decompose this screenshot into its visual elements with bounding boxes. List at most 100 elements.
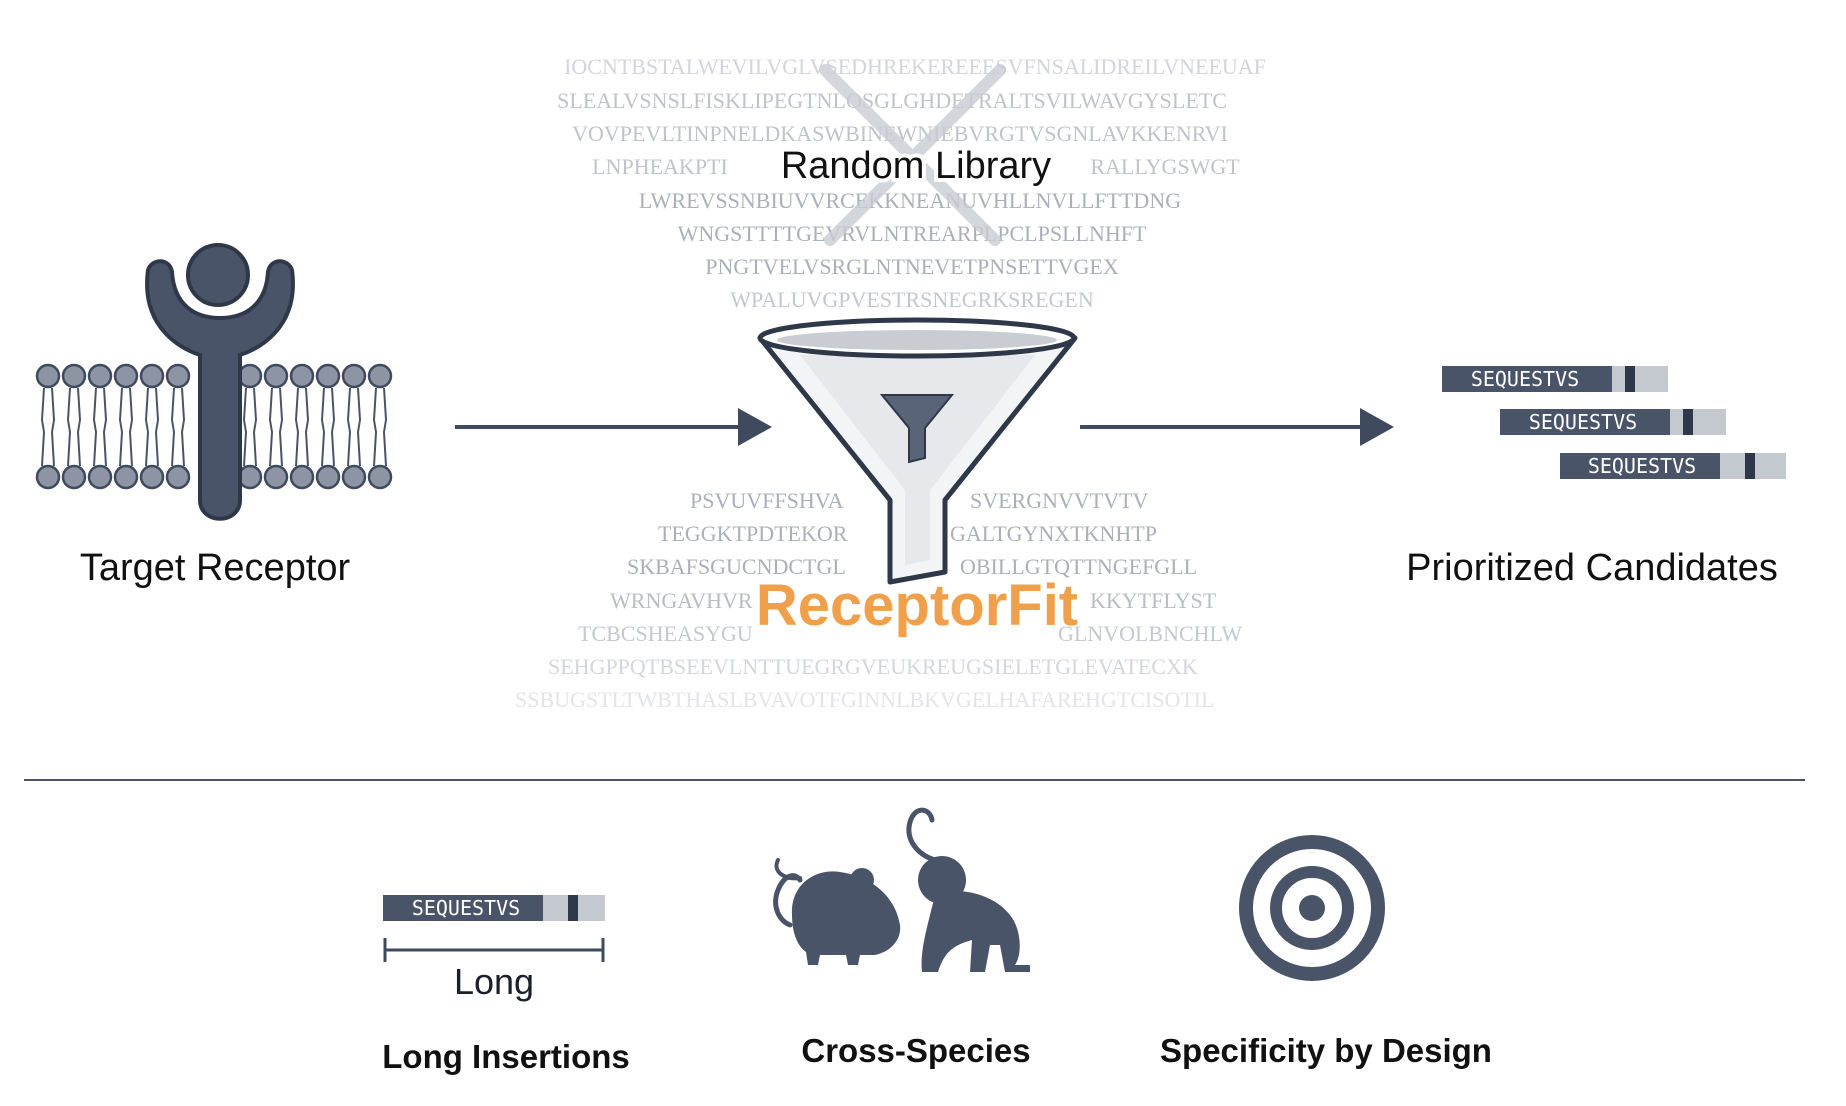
lipid-tail [294, 387, 300, 467]
library-seq-line: SEHGPPQTBSEEVLNTTUEGRGVEUKREUGSIELETGLEV… [548, 654, 1198, 679]
library-seq-line: GALTGYNXTKNHTP [950, 521, 1157, 546]
arrow-right-icon [455, 408, 772, 446]
lipid-tail [144, 387, 150, 467]
lipid-tail [330, 387, 336, 467]
random-library-label: Random Library [781, 145, 1051, 187]
library-seq-line: SVERGNVVTVTV [970, 488, 1149, 513]
candidate-seq: SEQUESTVS [1588, 454, 1696, 478]
lipid-head [315, 464, 341, 490]
feature-specificity: Specificity by Design [1160, 835, 1492, 1069]
lipid-tail [278, 387, 284, 467]
library-seq-line: PSVUVFFSHVA [690, 488, 844, 513]
lipid-head [263, 363, 289, 389]
brand-name: ReceptorFit [756, 573, 1078, 638]
lipid-head [341, 464, 367, 490]
length-bracket-icon [383, 938, 605, 962]
lipid-tail [128, 387, 134, 467]
lipid-tail [102, 387, 108, 467]
feature-cross-species: Cross-Species [773, 807, 1031, 1069]
random-library-sequences: IOCNTBSTALWEVILVGLVSEDHREKEREEESVFNSALID… [557, 54, 1266, 312]
lipid-head [139, 363, 165, 389]
lipid-head [165, 363, 191, 389]
library-seq-line: WPALUVGPVESTRSNEGRKSREGEN [730, 287, 1094, 312]
lipid-tail [180, 387, 186, 467]
candidate-tag: SEQUESTVS [1560, 453, 1786, 479]
library-seq-line: SKBAFSGUCNDCTGL [627, 554, 846, 579]
library-seq-line: LWREVSSNBIUVVRCEKKNEANUVHLLNVLLFTTDNG [639, 188, 1181, 213]
lipid-head [263, 464, 289, 490]
library-seq-line: KKYTFLYST [1090, 588, 1217, 613]
lipid-tail [118, 387, 124, 467]
filtered-sequences: PSVUVFFSHVA SVERGNVVTVTV TEGGKTPDTEKOR G… [515, 488, 1242, 712]
library-seq-line: WNGSTTTTGEVRVLNTREARPLPCLPSLLNHFT [678, 221, 1147, 246]
lipid-tail [40, 387, 46, 467]
arrow-right-icon [1080, 408, 1394, 446]
feature-label: Cross-Species [801, 1032, 1030, 1069]
candidate-seq: SEQUESTVS [1471, 367, 1579, 391]
library-seq-line: LNPHEAKPTI [592, 154, 728, 179]
lipid-head [367, 363, 393, 389]
library-seq-line: TEGGKTPDTEKOR [658, 521, 848, 546]
lipid-head [367, 464, 393, 490]
library-seq-line: IOCNTBSTALWEVILVGLVSEDHREKEREEESVFNSALID… [564, 54, 1266, 79]
lipid-head [61, 464, 87, 490]
library-seq-line: GLNVOLBNCHLW [1058, 621, 1242, 646]
lipid-tail [252, 387, 258, 467]
library-seq-line: PNGTVELVSRGLNTNEVETPNSETTVGEX [705, 254, 1119, 279]
x-mark-icon [819, 64, 1006, 246]
lipid-head [165, 464, 191, 490]
feature-long-insertions: SEQUESTVS Long Long Insertions [382, 895, 630, 1075]
feature-label: Long Insertions [382, 1038, 630, 1075]
lipid-tail [50, 387, 56, 467]
lipid-head [113, 464, 139, 490]
prioritized-candidates-label: Prioritized Candidates [1406, 547, 1778, 589]
target-icon [1239, 835, 1385, 981]
lipid-head [113, 363, 139, 389]
lipid-tail [92, 387, 98, 467]
lipid-head [289, 464, 315, 490]
lipid-head [237, 363, 263, 389]
monkey-icon [906, 807, 1030, 972]
lipid-head [341, 363, 367, 389]
lipid-tail [76, 387, 82, 467]
library-seq-line: SLEALVSNSLFISKLIPEGTNLOSGLGHDETRALTSVILW… [557, 88, 1227, 113]
lipid-head [35, 464, 61, 490]
target-receptor-label: Target Receptor [80, 547, 351, 589]
lipid-tail [268, 387, 274, 467]
funnel-icon [757, 317, 1078, 585]
filter-icon [879, 394, 955, 464]
library-seq-line: WRNGAVHVR [610, 588, 753, 613]
library-seq-line: OBILLGTQTTNGEFGLL [960, 554, 1197, 579]
lipid-head [289, 363, 315, 389]
candidate-seq: SEQUESTVS [1529, 410, 1637, 434]
lipid-head [87, 363, 113, 389]
lipid-tail [170, 387, 176, 467]
lipid-tail [154, 387, 160, 467]
library-seq-line: RALLYGSWGT [1090, 154, 1240, 179]
receptor-icon [145, 243, 295, 521]
lipid-head [237, 464, 263, 490]
lipid-head [315, 363, 341, 389]
lipid-tail [382, 387, 388, 467]
long-caption: Long [454, 961, 534, 1002]
sequence-tag-icon: SEQUESTVS [383, 895, 605, 921]
library-seq-line: TCBCSHEASYGU [578, 621, 753, 646]
candidate-tag: SEQUESTVS [1500, 409, 1726, 435]
lipid-head [139, 464, 165, 490]
lipid-tail [66, 387, 72, 467]
lipid-tail [346, 387, 352, 467]
lipid-tail [320, 387, 326, 467]
lipid-tail [356, 387, 362, 467]
lipid-tail [242, 387, 248, 467]
lipid-head [87, 464, 113, 490]
candidate-tag: SEQUESTVS [1442, 366, 1668, 392]
mouse-icon [773, 858, 901, 965]
cell-membrane-icon [35, 363, 393, 490]
library-seq-line: SSBUGSTLTWBTHASLBVAVOTFGINNLBKVGELHAFARE… [515, 687, 1215, 712]
sequence-tag-text: SEQUESTVS [412, 896, 520, 920]
lipid-tail [304, 387, 310, 467]
lipid-head [61, 363, 87, 389]
feature-label: Specificity by Design [1160, 1032, 1492, 1069]
lipid-head [35, 363, 61, 389]
